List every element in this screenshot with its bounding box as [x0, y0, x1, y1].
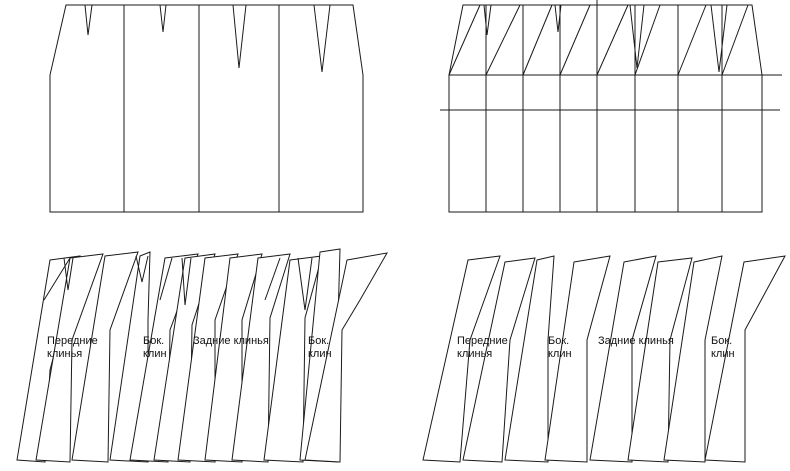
label-front-gores: Передние клинья — [457, 335, 508, 360]
label-back-gores: Задние клинья — [193, 335, 269, 347]
label-back-gores: Задние клинья — [598, 335, 674, 347]
basic-skirt-block — [49, 4, 364, 213]
flared-gores-overlapping — [16, 248, 388, 463]
gore-division-block — [440, 0, 782, 213]
label-side-gore: Бок. клин — [711, 335, 735, 360]
label-front-gores: Передние клинья — [47, 335, 98, 360]
label-side-gore: Бок. клин — [548, 335, 572, 360]
flared-gores-separated — [422, 255, 786, 463]
label-side-gore: Бок. клин — [308, 335, 332, 360]
label-side-gore: Бок. клин — [143, 335, 167, 360]
